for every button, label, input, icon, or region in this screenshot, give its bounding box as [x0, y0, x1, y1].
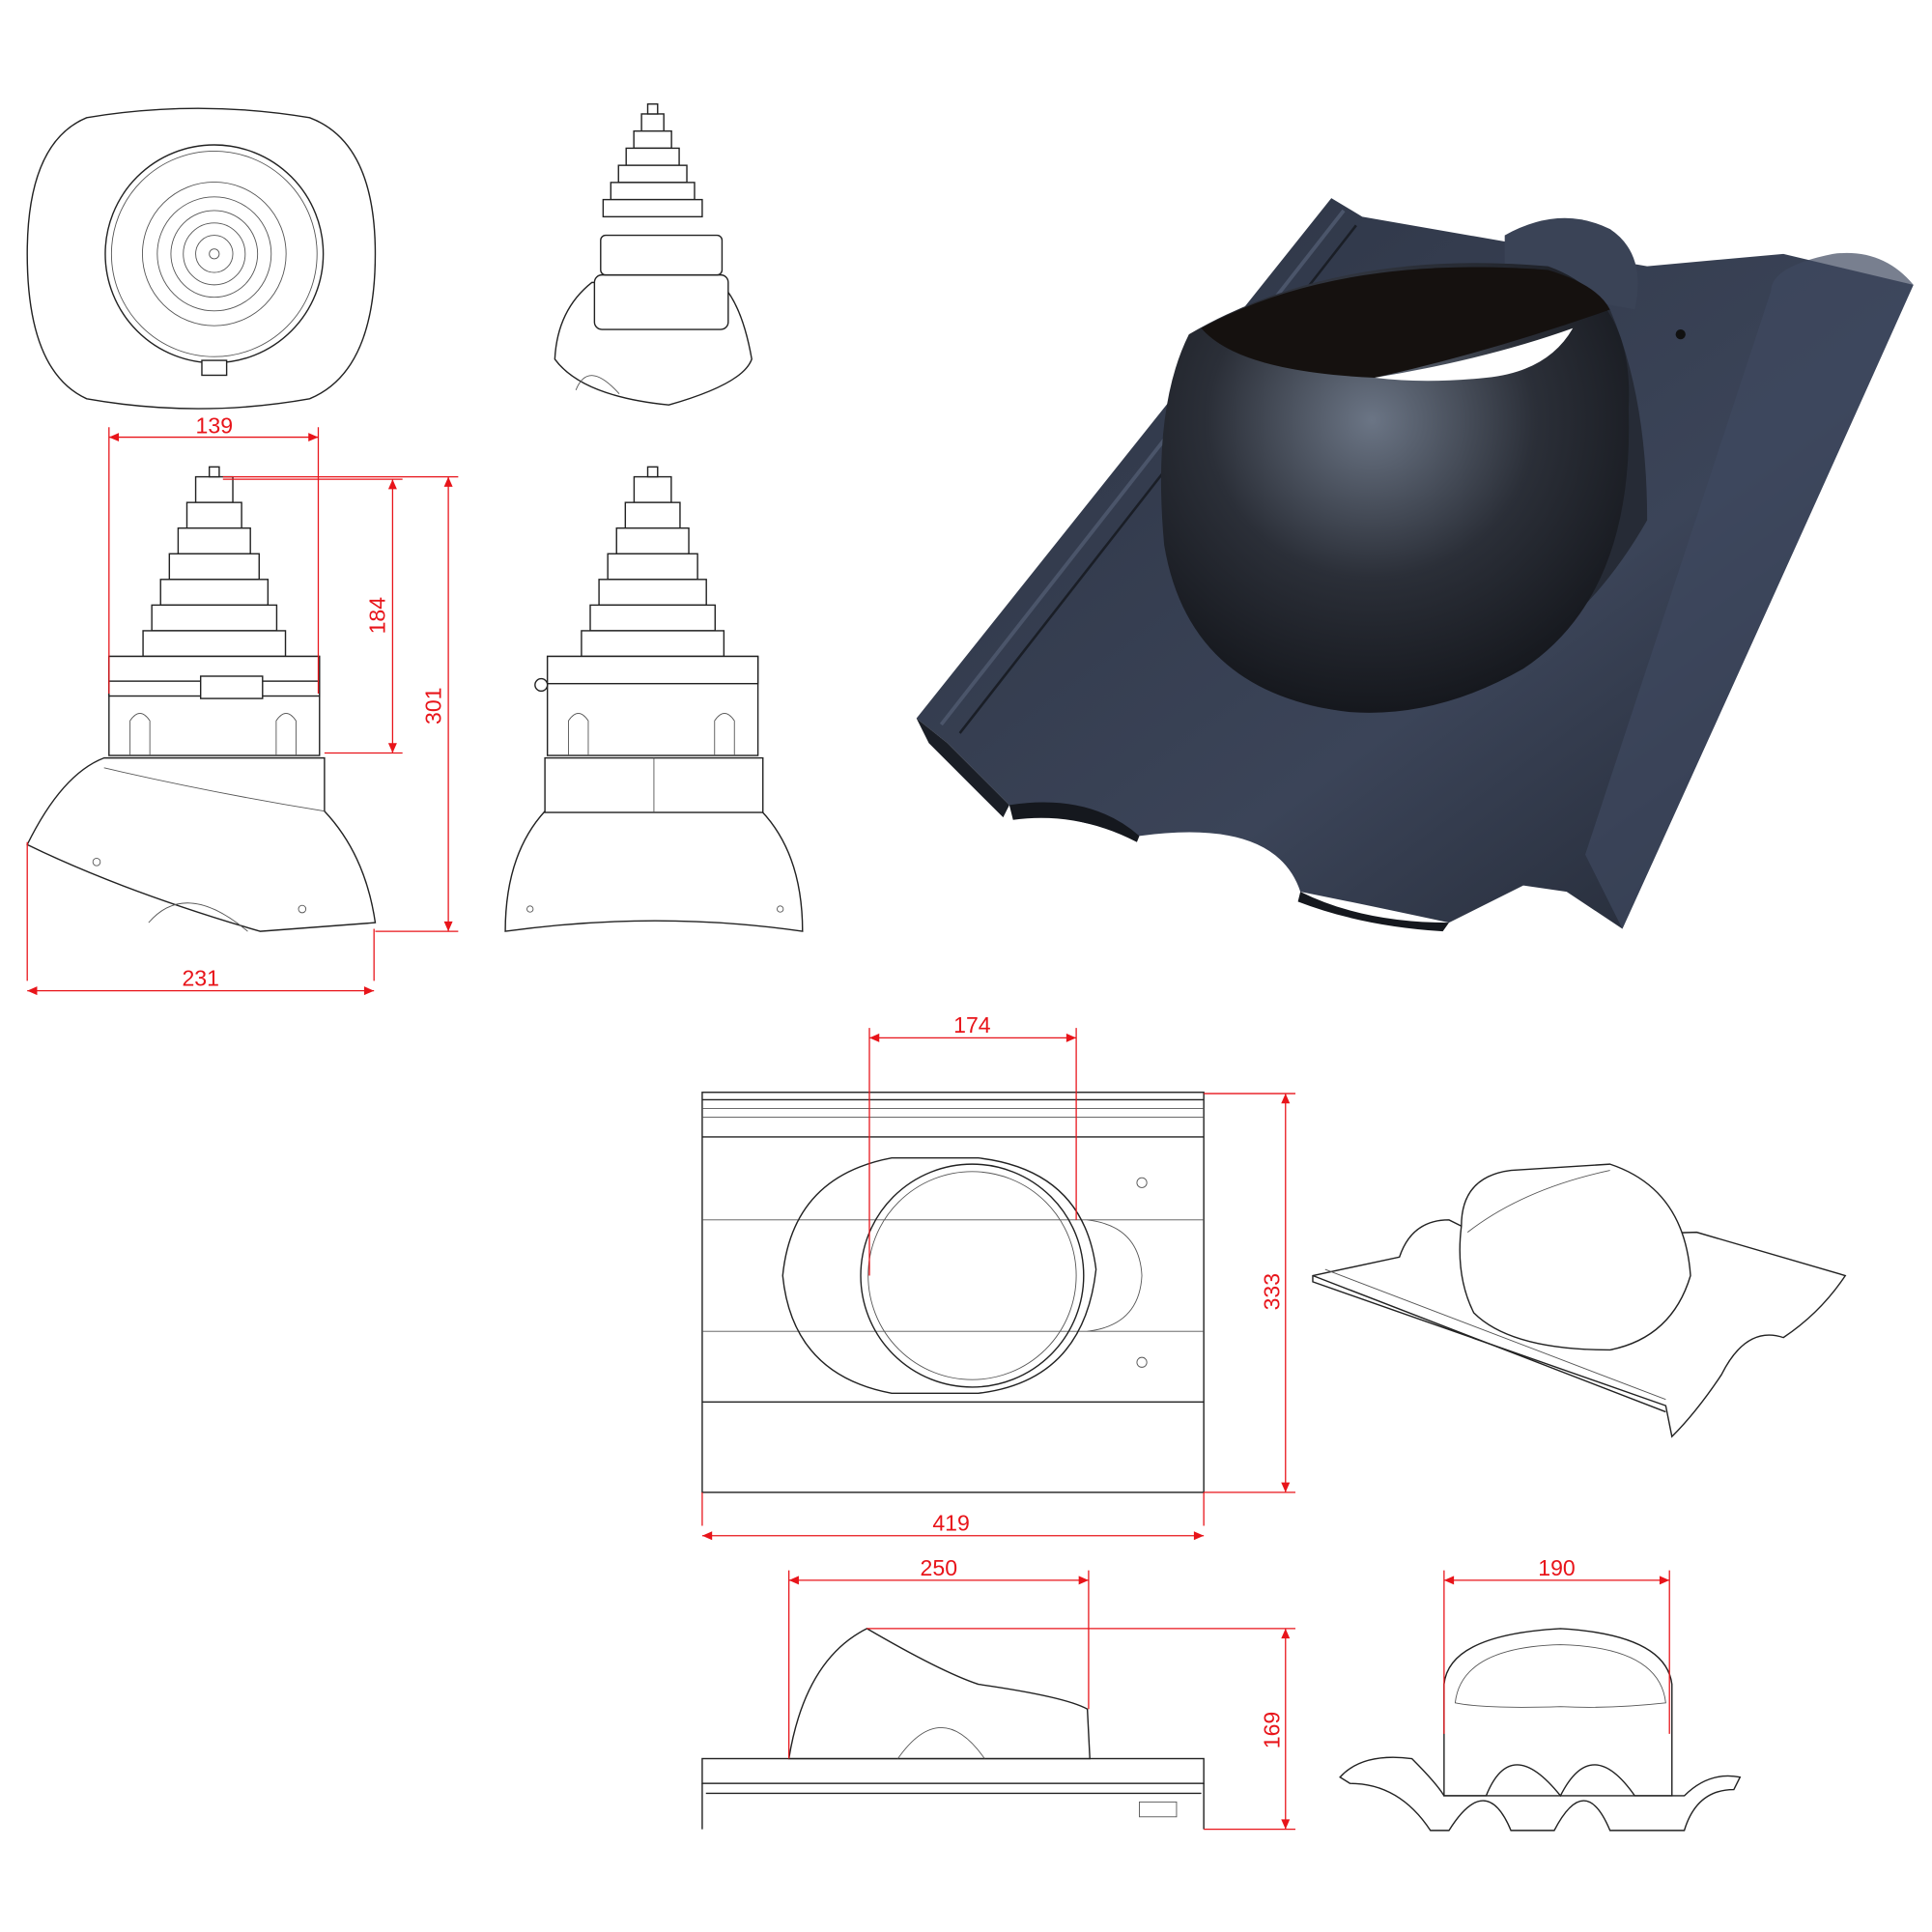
- dimension-arrow: [1281, 1482, 1291, 1492]
- dimension-arrow: [27, 986, 38, 996]
- dim-tile-width: 419: [932, 1511, 969, 1536]
- dimension-lines: [26, 427, 1670, 1831]
- tile-side-view: [701, 1628, 1205, 1830]
- dim-sleeve-width: 139: [196, 413, 233, 439]
- sleeve-side-collar: [108, 655, 321, 756]
- dim-side-total-height: 169: [1259, 1712, 1284, 1748]
- dimension-arrow: [443, 921, 453, 932]
- dimension-arrow: [363, 986, 375, 996]
- dimension-arrow: [1281, 1819, 1291, 1830]
- dimension-arrow: [788, 1576, 799, 1585]
- sleeve-front-base: [504, 677, 804, 932]
- dimension-arrow: [1281, 1094, 1291, 1104]
- tile-front-view: [1339, 1628, 1742, 1832]
- dim-tile-height: 333: [1259, 1273, 1284, 1310]
- dimension-arrow: [701, 1531, 713, 1541]
- sleeve-iso-cone: [602, 102, 703, 218]
- dimension-arrow: [387, 743, 397, 753]
- dim-side-dome-length: 250: [921, 1555, 957, 1580]
- dimension-arrow: [1281, 1628, 1291, 1639]
- sleeve-side-cone: [142, 466, 287, 658]
- dimension-arrow: [443, 476, 453, 487]
- tile-plan-view: [701, 1092, 1205, 1493]
- sleeve-top-view: [26, 107, 377, 410]
- dimension-arrow: [387, 479, 397, 490]
- sleeve-front-cone: [581, 466, 725, 658]
- dimension-arrow: [869, 1033, 880, 1042]
- tile-render: [916, 198, 1914, 932]
- sleeve-views: [108, 102, 759, 756]
- dimension-arrow: [308, 433, 319, 442]
- dim-front-dome-width: 190: [1538, 1555, 1575, 1580]
- dimension-arrow: [1193, 1531, 1205, 1541]
- tile-iso-view: [1312, 1163, 1847, 1438]
- sleeve-iso-base: [554, 234, 753, 406]
- dim-sleeve-base-length: 231: [182, 966, 218, 991]
- dimension-arrow: [1443, 1576, 1455, 1585]
- dim-sleeve-cone-height: 184: [365, 597, 390, 635]
- dimension-arrow: [1065, 1033, 1077, 1042]
- dimension-arrow: [1659, 1576, 1670, 1585]
- dim-tile-opening-width: 174: [953, 1012, 991, 1037]
- dimension-arrow: [1078, 1576, 1089, 1585]
- dim-sleeve-total-height: 301: [420, 688, 445, 724]
- dimension-arrow: [108, 433, 120, 442]
- sleeve-front-collar: [546, 655, 759, 756]
- sleeve-side-base: [26, 675, 377, 932]
